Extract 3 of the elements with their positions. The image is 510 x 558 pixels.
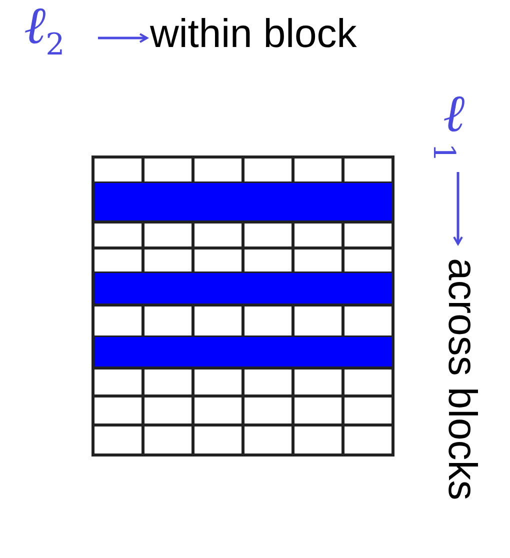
axis-label: within block — [150, 14, 357, 54]
axis-label: across blocks — [442, 258, 482, 500]
variable-label: ℓ$_{2}$ — [24, 0, 65, 60]
